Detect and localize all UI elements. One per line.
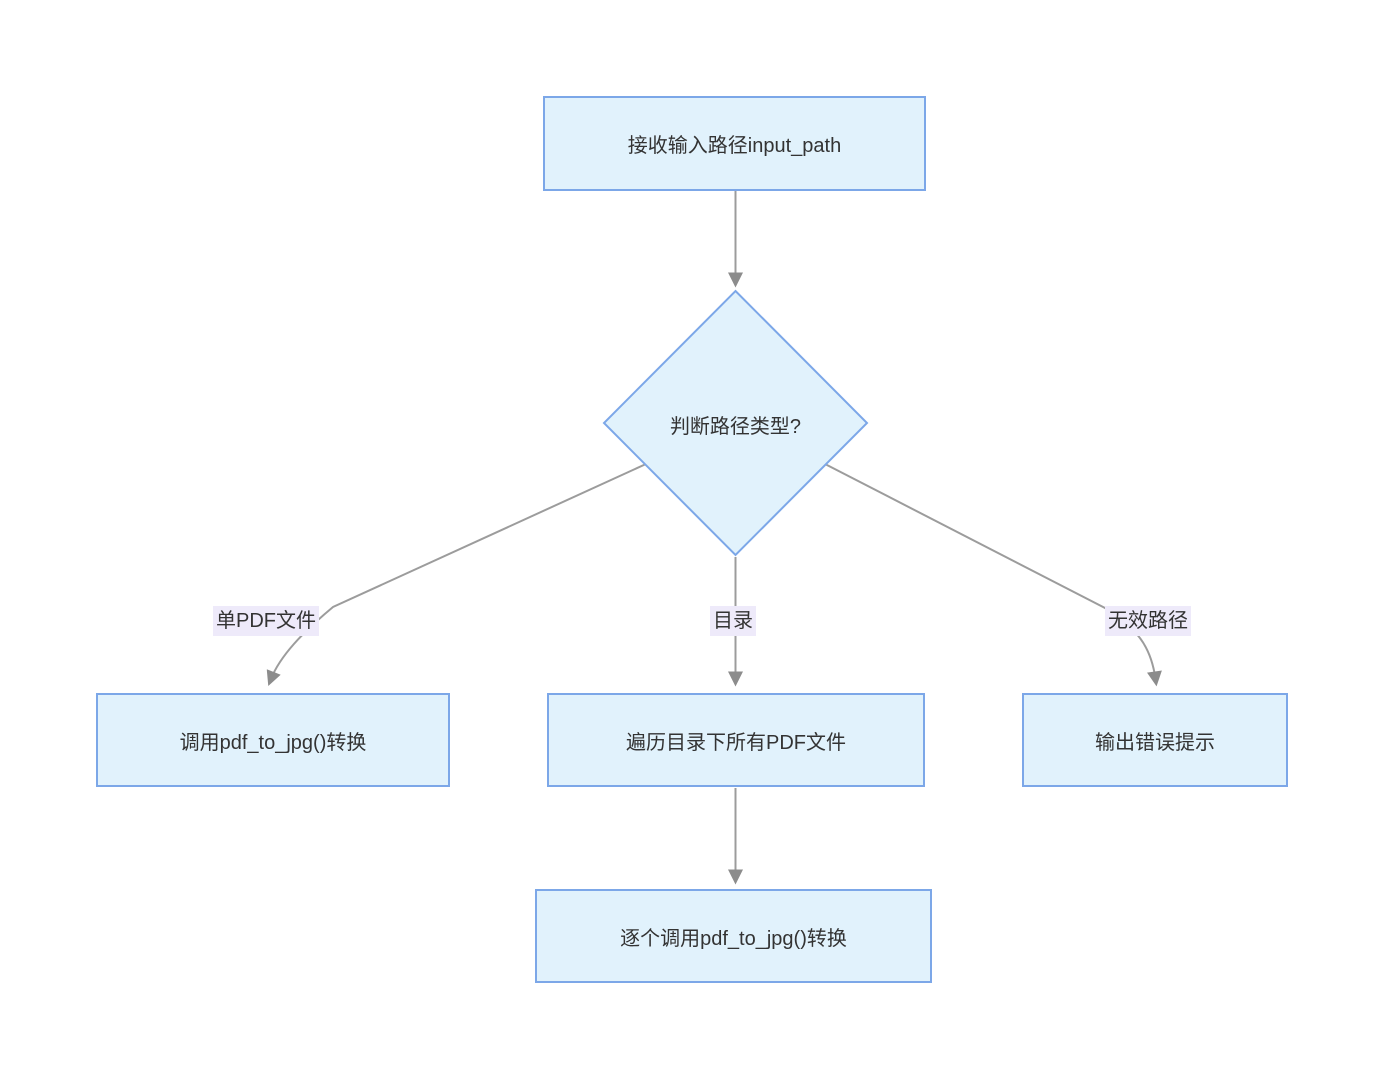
- decision-diamond-shape: [602, 289, 869, 557]
- node-decision-label: 判断路径类型?: [669, 416, 802, 438]
- node-start: 接收输入路径input_path: [543, 96, 926, 191]
- node-iterate-dir: 遍历目录下所有PDF文件: [547, 693, 925, 787]
- edge-label-directory: 目录: [710, 606, 756, 636]
- node-convert-each: 逐个调用pdf_to_jpg()转换: [535, 889, 932, 983]
- node-start-label: 接收输入路径input_path: [627, 135, 842, 157]
- edge-decision-to-convert-single: [266, 463, 647, 686]
- edge-label-single-pdf: 单PDF文件: [213, 606, 319, 636]
- node-output-error-label: 输出错误提示: [1095, 731, 1215, 754]
- edge-decision-to-output-error: [824, 463, 1162, 687]
- node-convert-each-label: 逐个调用pdf_to_jpg()转换: [620, 927, 847, 950]
- node-output-error: 输出错误提示: [1022, 693, 1288, 787]
- edge-label-invalid-path: 无效路径: [1105, 606, 1191, 636]
- node-iterate-dir-label: 遍历目录下所有PDF文件: [626, 731, 846, 754]
- node-convert-single: 调用pdf_to_jpg()转换: [96, 693, 450, 787]
- node-convert-single-label: 调用pdf_to_jpg()转换: [179, 731, 367, 754]
